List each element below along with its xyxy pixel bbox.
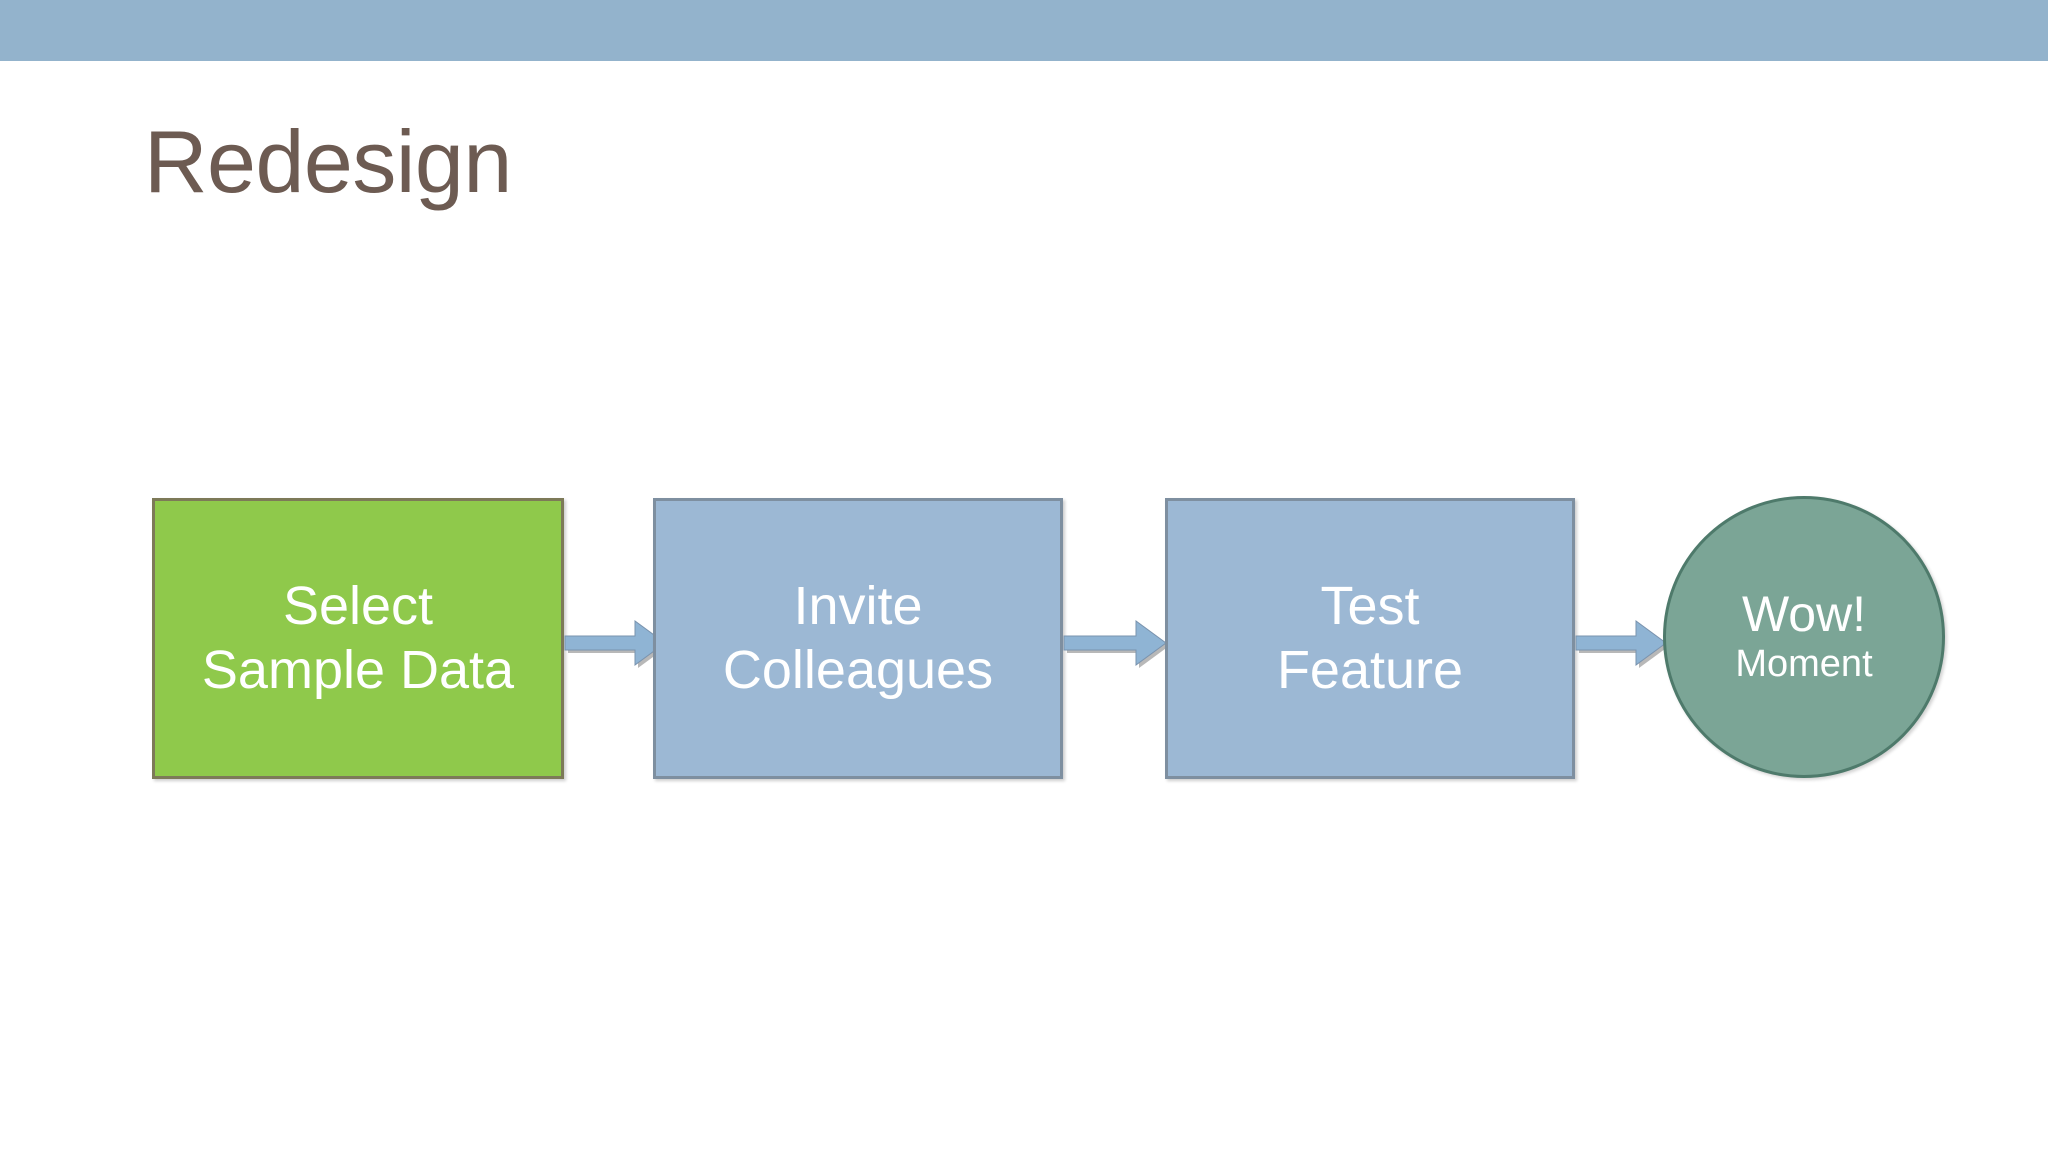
flow-node-label-line2: Sample Data bbox=[201, 639, 515, 700]
flow-node-invite-colleagues[interactable]: Invite Colleagues bbox=[653, 498, 1063, 779]
slide-top-band bbox=[0, 0, 2048, 61]
right-arrow-icon bbox=[1574, 612, 1669, 670]
flow-node-label-line2: Feature bbox=[1276, 639, 1464, 700]
flow-node-label-line1: Select bbox=[282, 576, 434, 637]
flow-node-label-line2: Moment bbox=[1735, 642, 1873, 685]
flow-node-label-line1: Test bbox=[1320, 576, 1420, 637]
flow-node-label-line1: Wow! bbox=[1741, 585, 1867, 642]
right-arrow-icon bbox=[1062, 612, 1169, 670]
flow-node-wow-moment[interactable]: Wow! Moment bbox=[1663, 496, 1945, 778]
flow-node-label-line2: Colleagues bbox=[722, 639, 994, 700]
flow-node-select-sample-data[interactable]: Select Sample Data bbox=[152, 498, 564, 779]
flow-node-test-feature[interactable]: Test Feature bbox=[1165, 498, 1575, 779]
right-arrow-icon bbox=[563, 612, 668, 670]
page-title: Redesign bbox=[144, 112, 512, 211]
flow-node-label-line1: Invite bbox=[793, 576, 923, 637]
